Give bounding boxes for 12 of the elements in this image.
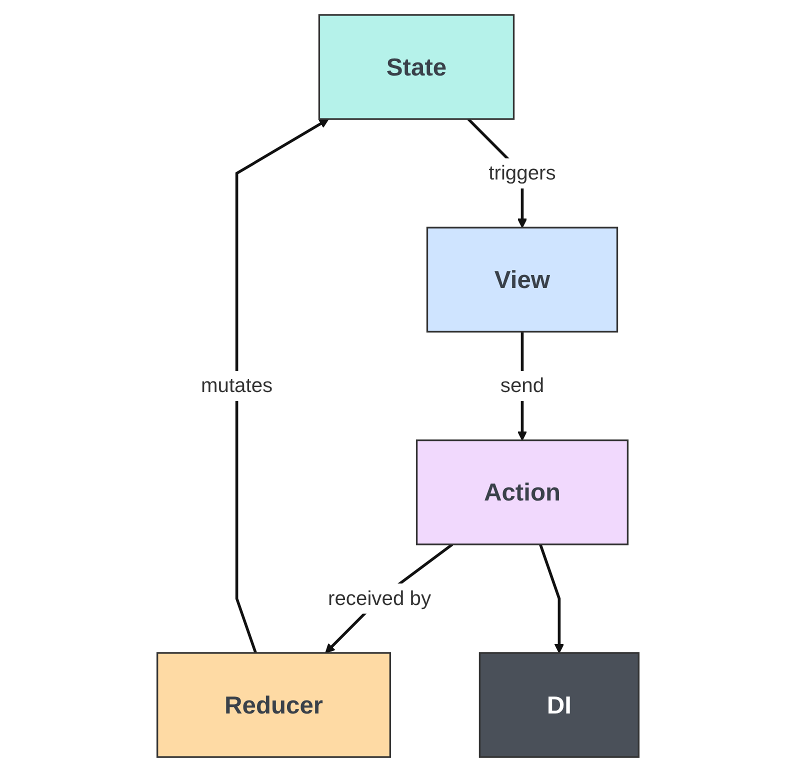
edge-label: mutates [200, 374, 272, 397]
edge-label: send [500, 374, 544, 397]
arrow [324, 543, 453, 654]
node-box: State [318, 14, 514, 120]
node-box: DI [478, 652, 640, 758]
arrow [234, 118, 328, 654]
node-box: View [426, 226, 618, 333]
arrow [538, 544, 564, 654]
node-box: Action [415, 439, 628, 546]
edge-label: received by [328, 586, 431, 610]
edge-label: triggers [488, 162, 556, 184]
node-box: Reducer [156, 652, 391, 758]
